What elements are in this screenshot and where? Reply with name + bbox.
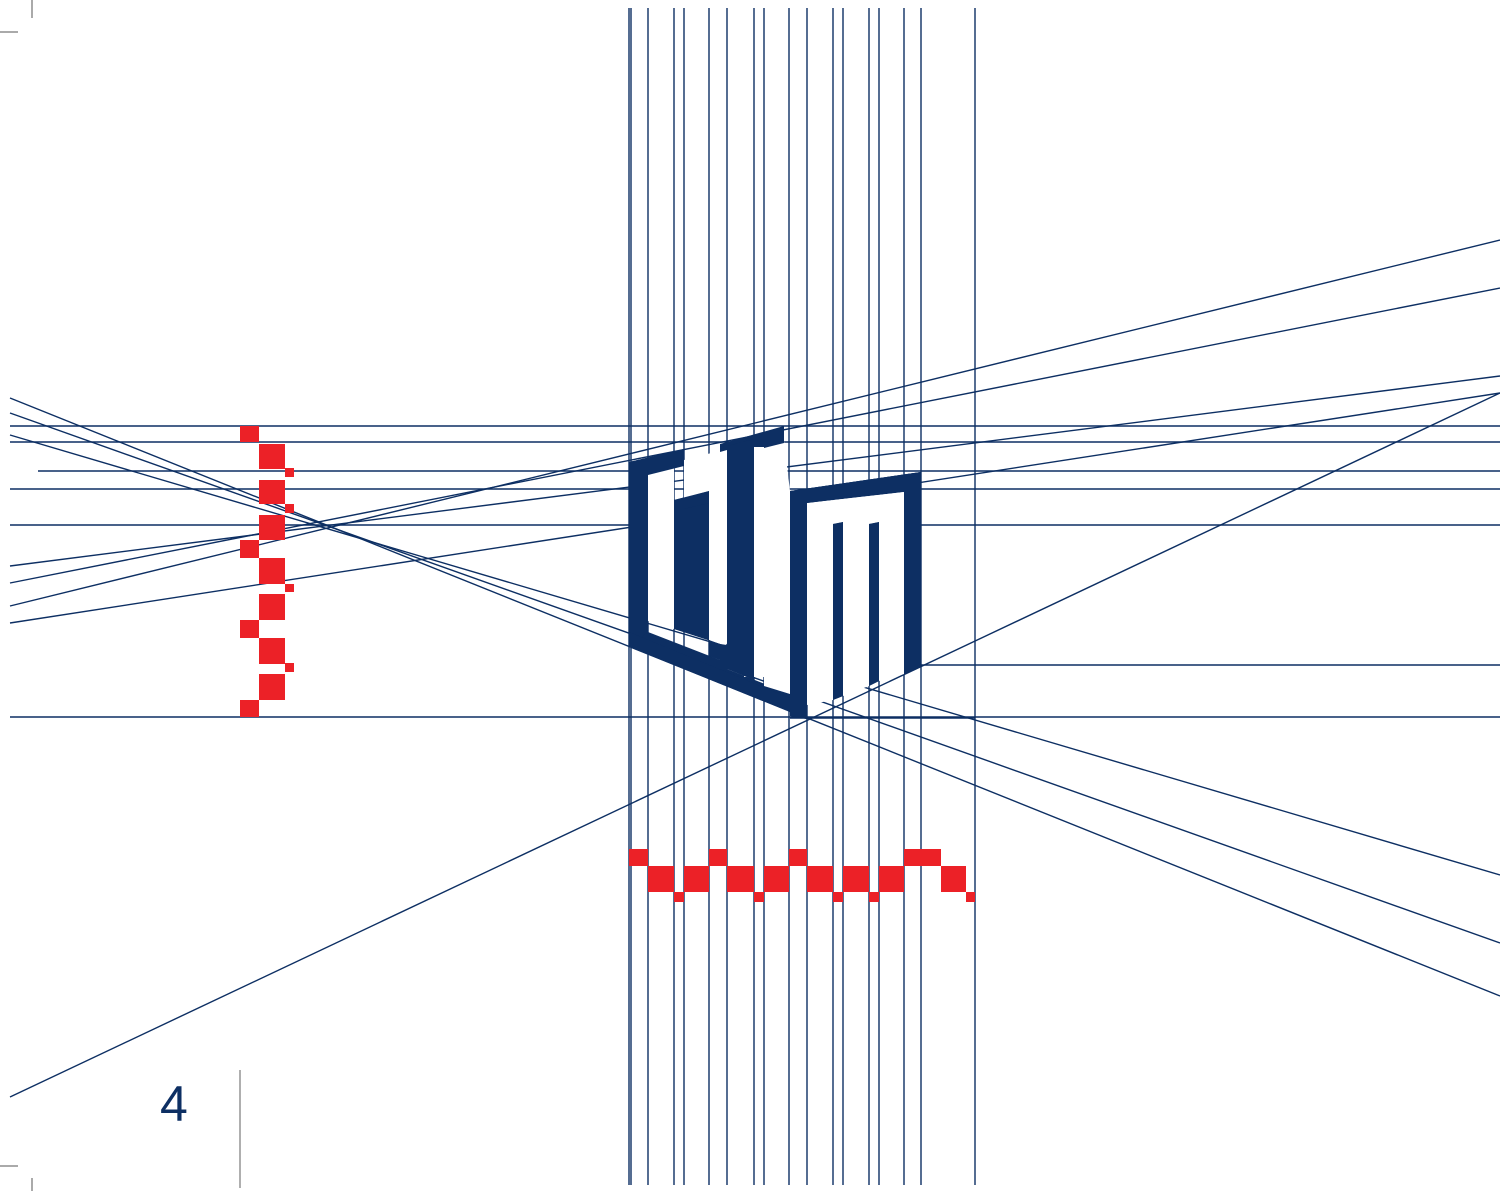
logo-outline (629, 426, 921, 719)
red-pixel-pattern-vertical (240, 426, 294, 717)
crop-marks (0, 0, 33, 1191)
grid-gap-highlight (675, 922, 708, 982)
logo-knockouts (648, 441, 904, 705)
page-number: 4 (160, 1076, 188, 1132)
red-pixel-pattern-horizontal (629, 849, 975, 902)
